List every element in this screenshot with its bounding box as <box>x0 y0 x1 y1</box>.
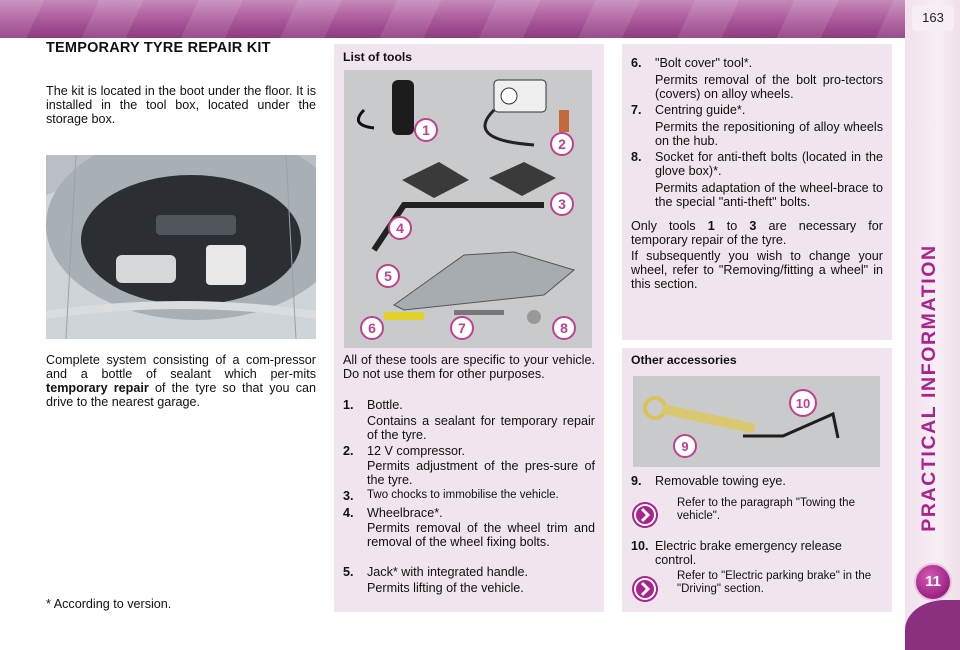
page-number: 163 <box>912 5 954 31</box>
parking-brake-reference[interactable]: Refer to "Electric parking brake" in the… <box>677 570 872 595</box>
tool-label-1: 1 <box>422 122 430 138</box>
tools-heading: List of tools <box>343 50 413 64</box>
tool-desc: Permits the repositioning of alloy wheel… <box>655 120 883 148</box>
tools-note-2: If subsequently you wish to change your … <box>631 249 883 291</box>
chapter-title: PRACTICAL INFORMATION <box>918 244 940 532</box>
tool-label-5: 5 <box>384 268 392 284</box>
tool-label-7: 7 <box>458 320 466 336</box>
tool-desc: Permits adjustment of the pres-sure of t… <box>367 459 595 487</box>
page-title: TEMPORARY TYRE REPAIR KIT <box>46 40 271 56</box>
tools-note: Only tools 1 to 3 are necessary for temp… <box>631 219 883 247</box>
chapter-badge[interactable]: 11 <box>914 563 952 601</box>
tool-desc: Permits lifting of the vehicle. <box>367 581 524 595</box>
tools-intro: All of these tools are specific to your … <box>343 353 595 381</box>
tool-desc: Permits adaptation of the wheel-brace to… <box>655 181 883 209</box>
tool-desc: Permits removal of the bolt pro-tectors … <box>655 73 883 101</box>
footnote: * According to version. <box>46 597 172 611</box>
chapter-sidebar <box>905 0 960 640</box>
tool-label-4: 4 <box>396 220 404 236</box>
accessory-label-9: 9 <box>681 439 688 454</box>
accessory-label-10: 10 <box>796 396 810 411</box>
boot-photo <box>46 155 316 339</box>
header-band <box>0 0 905 38</box>
towing-reference[interactable]: Refer to the paragraph "Towing the vehic… <box>677 497 855 522</box>
chevron-right-circle-icon[interactable] <box>630 500 660 530</box>
accessories-heading: Other accessories <box>631 353 737 367</box>
tool-label-2: 2 <box>558 136 566 152</box>
tool-desc: Contains a sealant for temporary repair … <box>367 414 595 442</box>
tool-label-3: 3 <box>558 196 566 212</box>
intro-paragraph: The kit is located in the boot under the… <box>46 84 316 126</box>
tool-label-8: 8 <box>560 320 568 336</box>
system-paragraph: Complete system consisting of a com-pres… <box>46 353 316 409</box>
chevron-right-circle-icon[interactable] <box>630 574 660 604</box>
tool-desc: Permits removal of the wheel trim and re… <box>367 521 595 549</box>
tools-panel-continued <box>622 44 892 340</box>
tool-label-6: 6 <box>368 320 376 336</box>
accessories-photo: 10 9 <box>633 376 880 467</box>
tools-photo: 1 2 3 4 5 6 7 8 <box>344 70 592 348</box>
